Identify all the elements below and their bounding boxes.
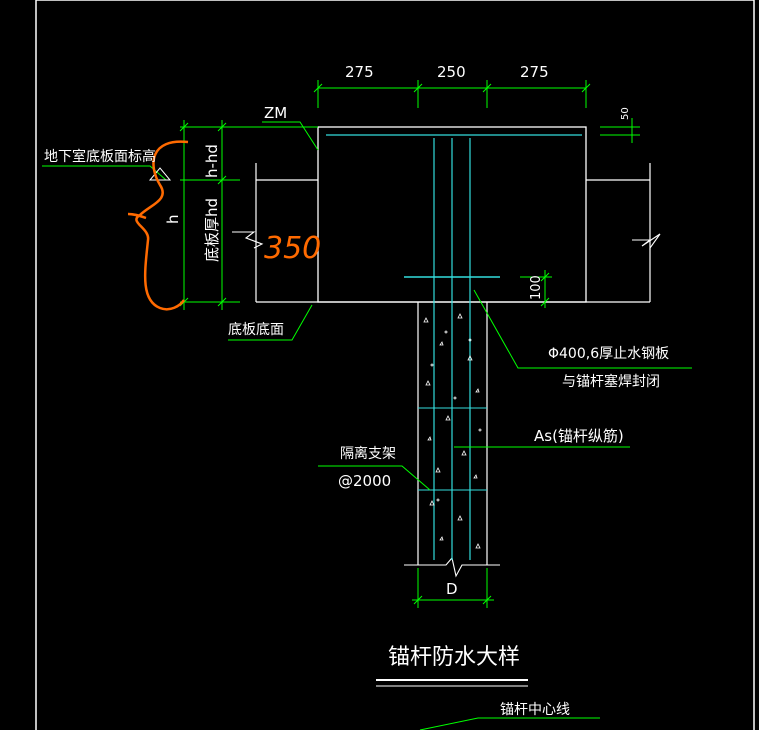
drawing-title: 锚杆防水大样 [388,645,520,670]
dim-top-left: 275 [345,63,374,81]
concrete-hatch [423,313,482,549]
diameter-dimension [412,568,494,608]
break-mark-right [632,233,661,250]
label-slab-bottom: 底板底面 [228,322,284,338]
dim-embed: 100 [529,275,544,300]
label-steel-plate-2: 与锚杆塞焊封闭 [562,373,660,390]
handwritten-350: 350 [264,231,321,266]
dim-h-minus-hd: h-hd [203,144,221,178]
dim-top-mid: 250 [437,63,466,81]
dim-right-small: 50 [620,107,631,120]
label-as-rebar: As(锚杆纵筋) [534,427,624,445]
label-basement-floor-elevation: 地下室底板面标高 [44,148,156,165]
label-spacer-2: @2000 [338,472,391,490]
label-steel-plate-1: Φ400,6厚止水钢板 [548,346,669,362]
drawing-frame [35,0,755,730]
label-zm: ZM [264,104,287,122]
dim-top-right: 275 [520,63,549,81]
left-vertical-dimension [179,120,318,310]
embed-dimension [520,270,552,308]
right-small-dimension [600,118,640,143]
top-dimension-chain [313,80,591,108]
dim-h: h [164,214,182,224]
label-anchor-centerline: 锚杆中心线 [500,702,570,718]
dim-slab-thickness: 底板厚hd [203,198,221,262]
pile-break-mark [404,556,500,578]
handwritten-brace-tip [127,212,147,220]
label-spacer-1: 隔离支架 [340,445,396,462]
break-mark-left [232,231,264,249]
leader-lines [42,121,692,730]
dim-diameter: D [446,580,458,598]
handwritten-brace [135,140,189,311]
